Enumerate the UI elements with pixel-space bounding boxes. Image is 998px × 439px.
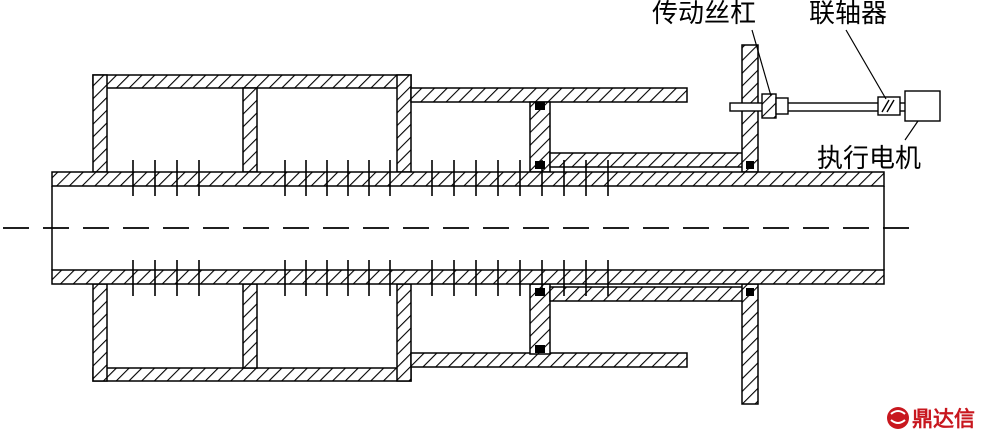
left-frame-top-mid-wall: [242, 87, 258, 173]
outer-cylinder-top-arm: [410, 87, 688, 103]
inner-tube-top-wall: [51, 171, 885, 187]
inner-tube: [51, 171, 885, 285]
carriage-end-plate-bottom: [741, 283, 759, 405]
coupling-mark: [886, 99, 895, 113]
left-frame-top-wall: [92, 74, 412, 89]
watermark: 鼎达信: [887, 407, 975, 431]
seal: [535, 288, 545, 296]
lead-screw-assembly: [729, 90, 941, 122]
left-frame-bottom-left-wall: [92, 283, 108, 382]
label-lead-screw: 传动丝杠: [652, 0, 756, 29]
lead-screw-nut: [761, 93, 777, 119]
inner-tube-bottom-wall: [51, 269, 885, 285]
label-coupling: 联轴器: [809, 0, 887, 29]
left-frame-top-right-wall: [396, 74, 412, 173]
left-frame-bottom-mid-wall: [242, 283, 258, 369]
fins: [132, 160, 609, 296]
left-frame-bottom-right-wall: [396, 283, 412, 382]
lead-screw-nut-flange: [775, 97, 789, 115]
carriage-bottom-rail: [549, 286, 749, 302]
leader-line-motor: [904, 120, 919, 141]
coupling-block: [877, 96, 901, 116]
seals: [535, 102, 754, 353]
seal: [746, 288, 754, 296]
outer-cylinder: [410, 87, 688, 368]
leader-lines: [751, 29, 919, 141]
brand-logo-icon: [887, 407, 909, 429]
label-motor: 执行电机: [817, 144, 921, 174]
outer-cylinder-bottom-arm: [410, 352, 688, 368]
seal: [535, 161, 545, 169]
seal: [746, 161, 754, 169]
left-frame-top-left-wall: [92, 74, 108, 173]
motor-box: [904, 90, 941, 122]
leader-line-coupling: [845, 29, 887, 100]
coupling-mark: [881, 99, 890, 113]
seal: [535, 102, 545, 110]
watermark-text: 鼎达信: [912, 407, 975, 431]
left-frame-bottom-wall: [92, 367, 412, 382]
piston-carriage: [529, 44, 759, 405]
carriage-top-rail: [549, 152, 749, 168]
left-frame: [92, 74, 412, 382]
seal: [535, 345, 545, 353]
leader-line-lead-screw: [751, 29, 772, 97]
